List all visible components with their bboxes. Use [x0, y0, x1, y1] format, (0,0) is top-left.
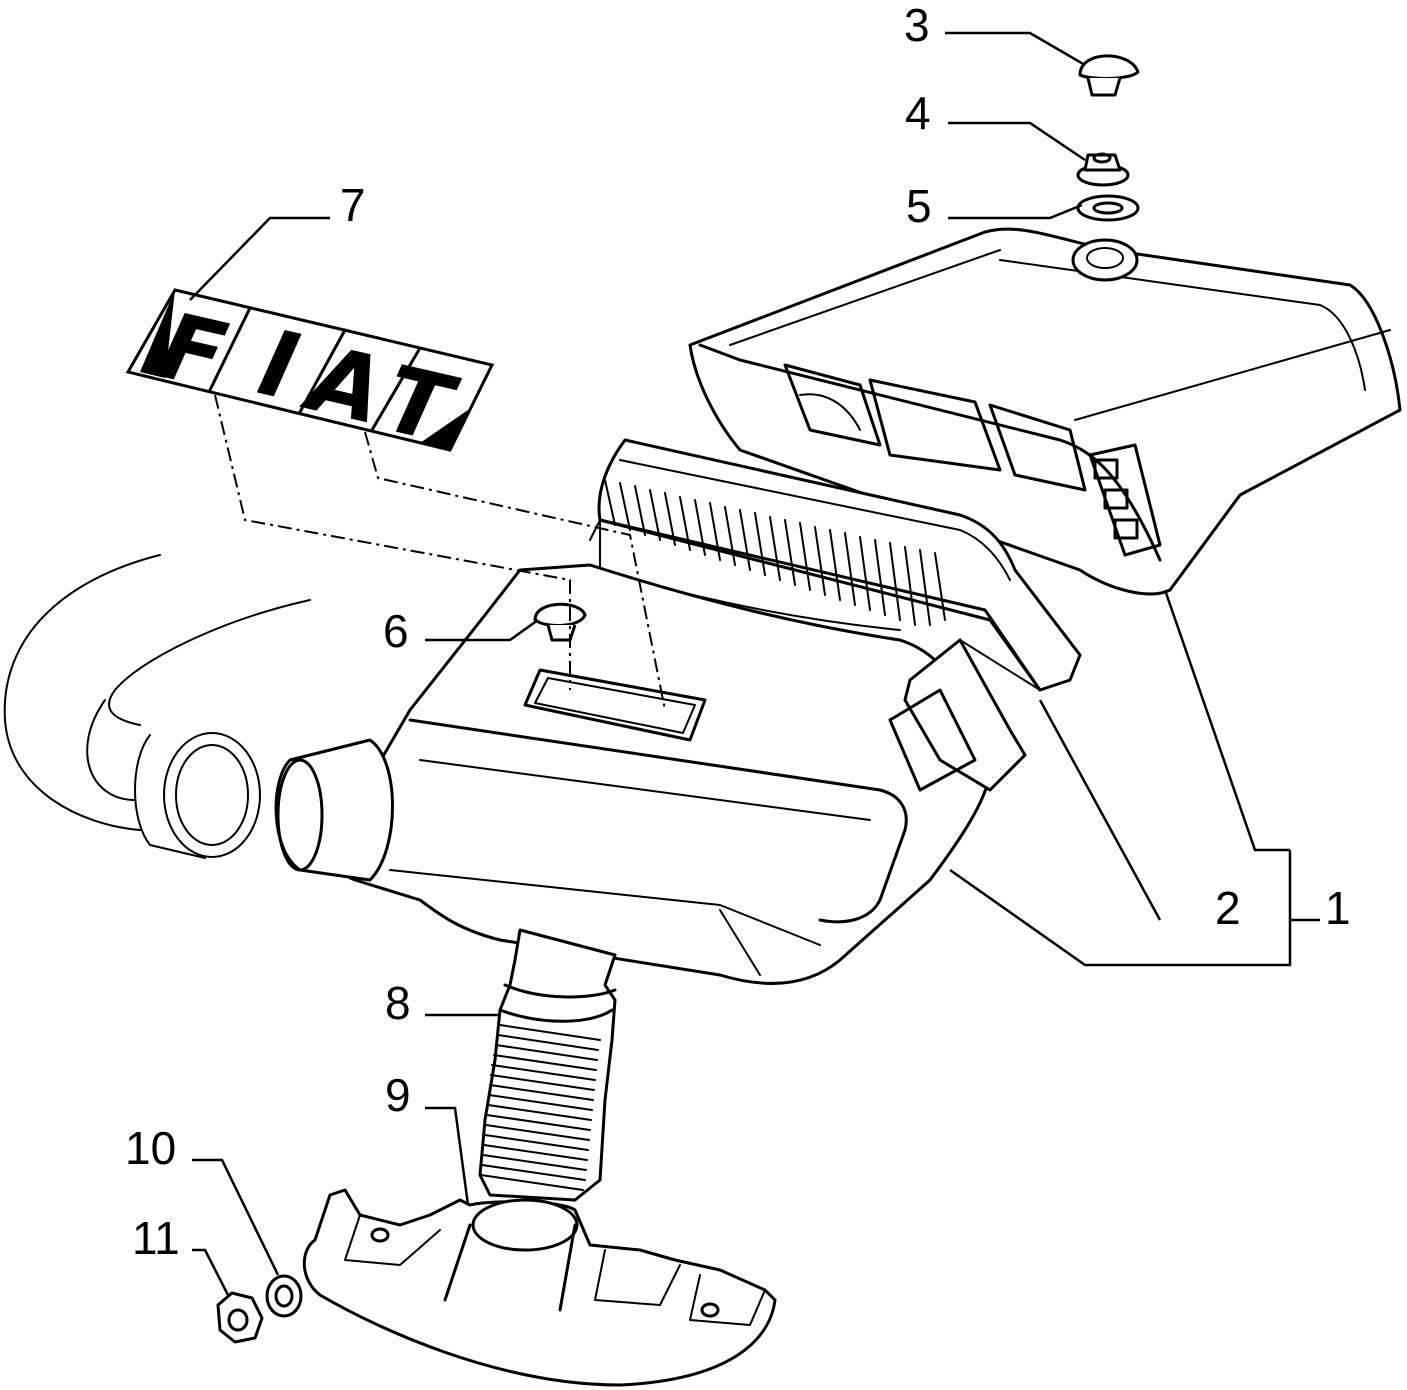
- washer-part-10: [265, 1274, 303, 1318]
- callout-5: 5: [906, 180, 932, 232]
- intake-hose-background: [3, 554, 311, 859]
- plug-part-6: [533, 602, 587, 642]
- intake-duct: [302, 1188, 777, 1387]
- rubber-plug-part-3: [1078, 54, 1140, 97]
- callout-1: 1: [1325, 882, 1351, 934]
- callout-9: 9: [385, 1069, 411, 1121]
- air-filter-element: [589, 438, 1082, 692]
- air-filter-lower-housing: [274, 563, 1041, 985]
- callout-3: 3: [904, 0, 930, 51]
- nut-part-11: [216, 1291, 264, 1344]
- leader-lines: [189, 31, 1320, 1296]
- callout-2: 2: [1215, 882, 1241, 934]
- assembly-lines: [214, 394, 666, 711]
- callout-6: 6: [383, 605, 409, 657]
- callout-7: 7: [340, 179, 366, 231]
- washer-part-5: [1076, 194, 1140, 222]
- callout-8: 8: [385, 977, 411, 1029]
- corrugated-hose: [478, 928, 617, 1202]
- air-filter-upper-cover: [688, 227, 1402, 596]
- callout-11: 11: [132, 1212, 180, 1264]
- callout-10: 10: [125, 1122, 177, 1174]
- callout-4: 4: [905, 87, 931, 139]
- fiat-decal: F I A T: [125, 288, 495, 465]
- nut-part-4: [1076, 152, 1130, 187]
